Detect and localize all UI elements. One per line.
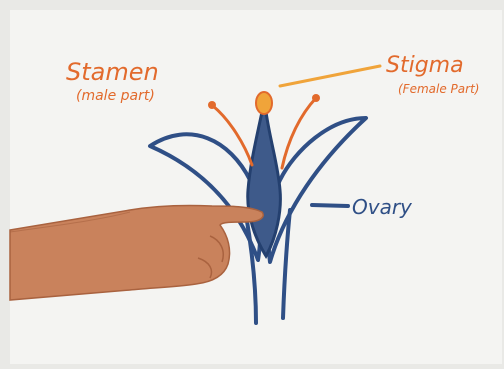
ovary-pointer-line <box>312 205 348 206</box>
ovary-label: Ovary <box>352 195 413 219</box>
stigma-tip <box>256 92 272 114</box>
stamen-note: (male part) <box>76 88 155 104</box>
anther-left <box>208 101 216 109</box>
stigma-label: Stigma <box>386 53 464 78</box>
stigma-note: (Female Part) <box>398 82 479 96</box>
stamen-label: Stamen <box>66 58 159 86</box>
anther-right <box>312 94 320 102</box>
